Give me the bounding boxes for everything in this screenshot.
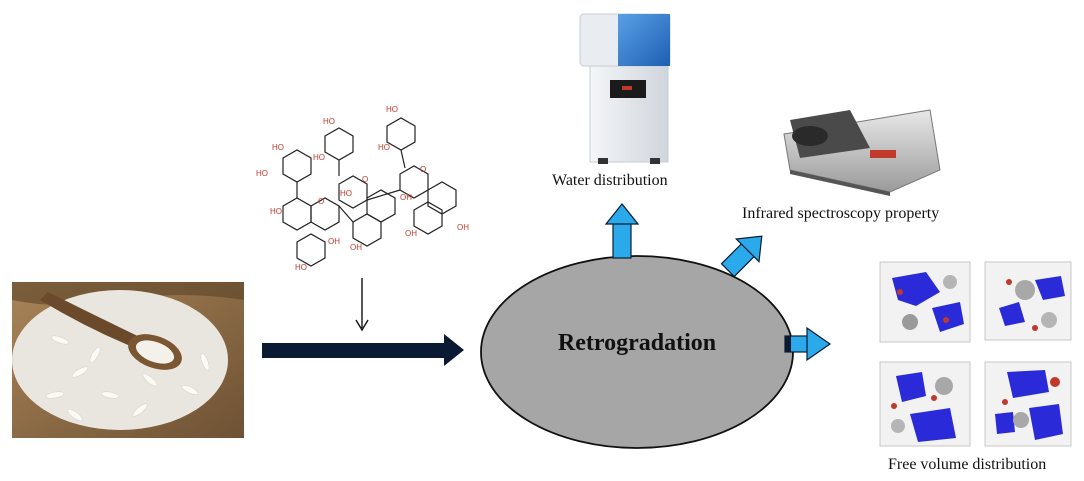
atom-label: OH	[457, 223, 469, 232]
free-volume-label: Free volume distribution	[888, 456, 1047, 473]
atom-label: O	[362, 175, 368, 184]
atom-label: O	[318, 197, 324, 206]
main-dark-arrow	[262, 334, 464, 366]
infrared-spectroscopy-label: Infrared spectroscopy property	[742, 205, 940, 222]
ftir-spectrometer-image	[783, 109, 941, 196]
atom-label: OH	[405, 229, 417, 238]
molecule-structure	[282, 117, 457, 267]
atom-label: HO	[256, 169, 268, 178]
free-volume-panel	[879, 361, 971, 447]
nmr-analyzer-image	[579, 13, 671, 164]
free-volume-panel	[879, 261, 971, 343]
rice-photo	[12, 282, 244, 438]
free-volume-panel	[984, 261, 1072, 341]
free-volume-panels	[879, 261, 1072, 447]
atom-label: HO	[270, 207, 282, 216]
atom-label: HO	[340, 189, 352, 198]
atom-label: OH	[350, 243, 362, 252]
retrogradation-label: Retrogradation	[557, 330, 717, 356]
atom-label: HO	[313, 153, 325, 162]
molecule-atom-labels: HO HO HO HO HO HO HO O OH HO OH HO O OH …	[256, 105, 469, 272]
atom-label: HO	[272, 143, 284, 152]
atom-label: OH	[328, 237, 340, 246]
free-volume-panel	[984, 361, 1072, 447]
molecule-down-arrow	[355, 278, 369, 332]
atom-label: O	[420, 165, 426, 174]
atom-label: OH	[400, 193, 412, 202]
arrow-to-water	[604, 203, 640, 259]
arrow-to-infrared	[720, 235, 763, 278]
atom-label: HO	[386, 105, 398, 114]
arrow-to-free-volume	[784, 326, 832, 362]
water-distribution-label: Water distribution	[552, 172, 668, 189]
atom-label: HO	[323, 117, 335, 126]
atom-label: HO	[295, 263, 307, 272]
atom-label: HO	[378, 143, 390, 152]
